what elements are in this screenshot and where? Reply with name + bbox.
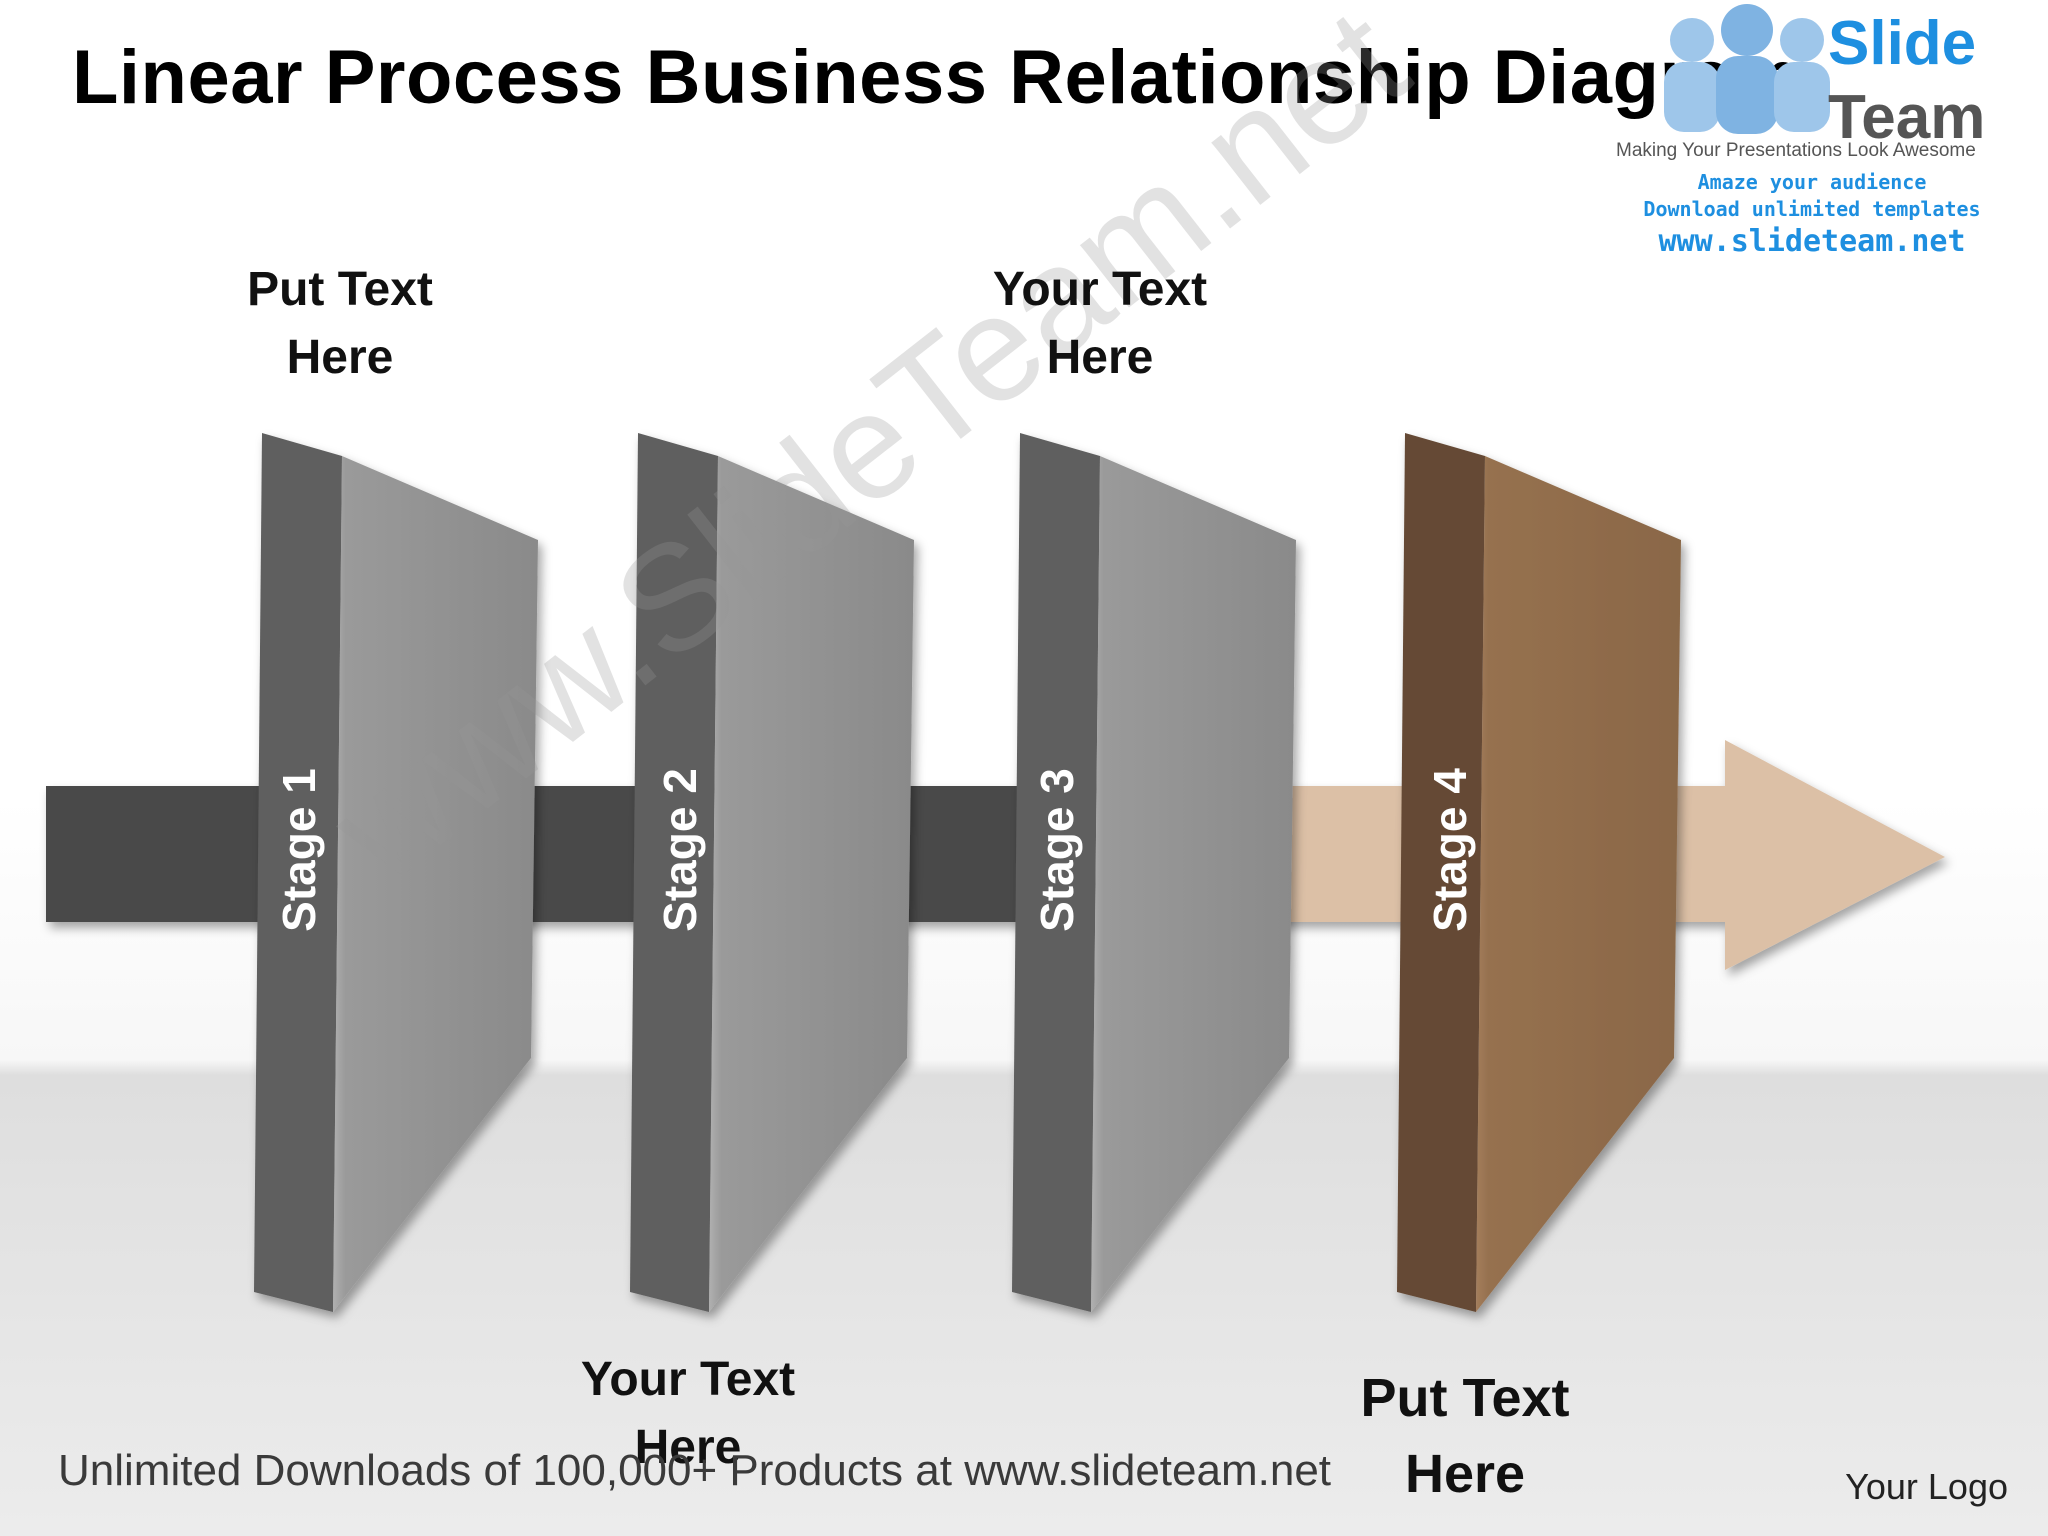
brand-logo: Slide Team Making Your Presentations Loo… xyxy=(1612,0,2048,280)
brand-url: www.slideteam.net xyxy=(1658,224,1966,259)
callout-line: Your Text xyxy=(580,1353,796,1406)
brand-name-line1: Slide xyxy=(1828,9,1977,78)
footer-promo: Unlimited Downloads of 100,000+ Products… xyxy=(58,1446,1332,1495)
callout-line: Here xyxy=(634,1421,742,1474)
stage-label-1: Stage 1 xyxy=(273,768,325,932)
callout-line: Put Text xyxy=(247,263,433,316)
stage-panel-4 xyxy=(1397,433,1681,1312)
brand-name-line2: Team xyxy=(1828,83,1986,152)
stage-label-3: Stage 3 xyxy=(1031,768,1083,932)
stage-label-2: Stage 2 xyxy=(654,768,706,932)
stage-panel-1 xyxy=(254,433,538,1312)
callout-bottom-stage-2: Your Text Here xyxy=(508,1346,868,1482)
brand-promo-1: Amaze your audience xyxy=(1697,170,1927,194)
people-icon xyxy=(1664,4,1830,134)
callout-line: Here xyxy=(1046,331,1154,384)
stage-panel-2 xyxy=(630,433,914,1312)
callout-top-stage-3: Your Text Here xyxy=(920,256,1280,392)
brand-tagline: Making Your Presentations Look Awesome xyxy=(1616,140,1976,161)
callout-bottom-stage-4: Put Text Here xyxy=(1285,1360,1645,1512)
callout-line: Your Text xyxy=(992,263,1208,316)
callout-top-stage-1: Put Text Here xyxy=(160,256,520,392)
logo-placeholder: Your Logo xyxy=(1845,1466,2008,1507)
callout-line: Put Text xyxy=(1360,1368,1570,1428)
stage-label-4: Stage 4 xyxy=(1424,768,1476,932)
brand-promo-2: Download unlimited templates xyxy=(1643,197,1981,221)
connector-bar-1 xyxy=(46,786,286,922)
callout-line: Here xyxy=(1404,1444,1526,1504)
stage-panel-3 xyxy=(1012,433,1296,1312)
callout-line: Here xyxy=(286,331,394,384)
page-title: Linear Process Business Relationship Dia… xyxy=(72,35,1801,120)
